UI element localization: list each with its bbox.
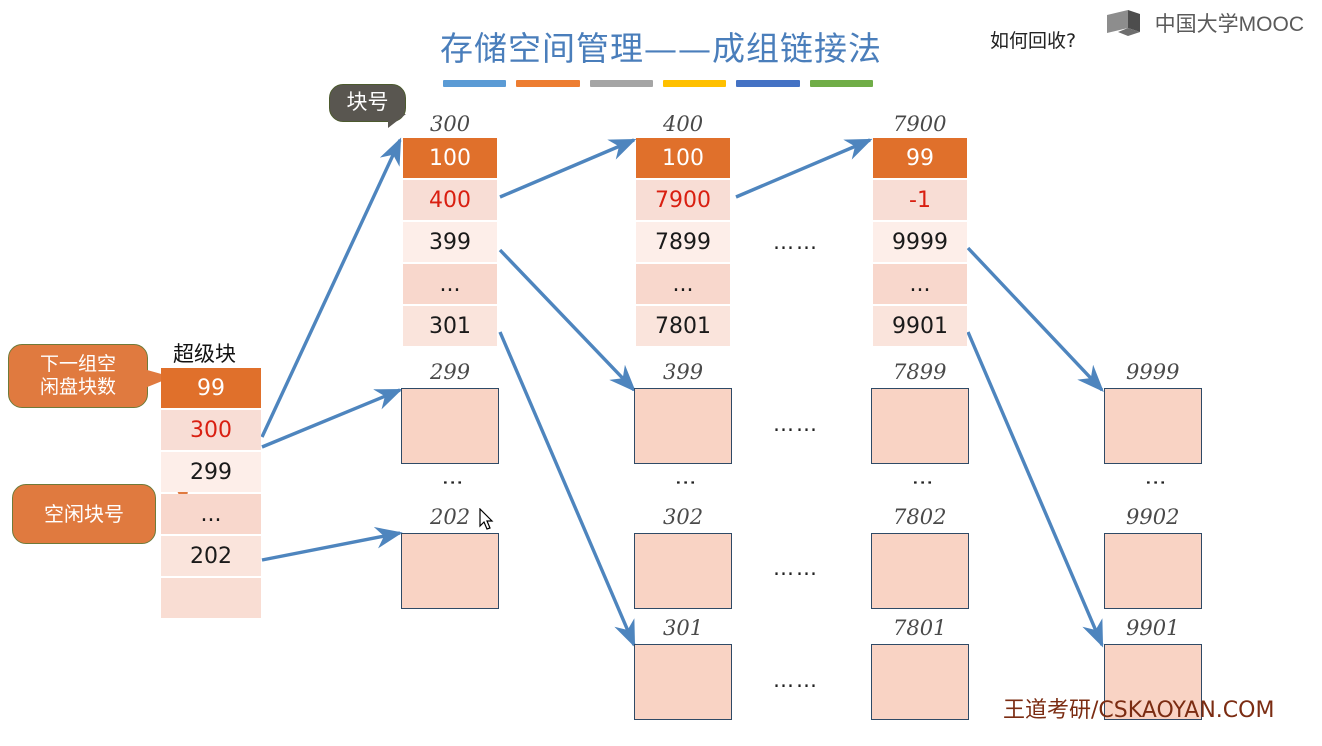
group-cell[interactable]: 400: [403, 180, 497, 220]
title-bar-6: [809, 80, 873, 87]
callout-next-group-count: 下一组空 闲盘块数: [8, 344, 148, 408]
group-cell[interactable]: 399: [403, 222, 497, 262]
group-column-head: 7900: [893, 112, 947, 136]
callout-next-group-count-line2: 闲盘块数: [39, 376, 116, 398]
free-block[interactable]: [634, 388, 732, 464]
superblock-cell[interactable]: 300: [161, 410, 261, 450]
group-cell[interactable]: ...: [636, 264, 730, 304]
callout-free-block-number: 空闲块号: [12, 484, 156, 544]
free-block-label: 302: [663, 505, 704, 529]
title-bar-5: [736, 80, 800, 87]
free-block[interactable]: [1104, 388, 1202, 464]
free-block-vertical-dots: ⋮: [674, 472, 698, 494]
group-cell[interactable]: 7900: [636, 180, 730, 220]
group-cell[interactable]: ...: [873, 264, 967, 304]
group-column-7900: 99 -1 9999 ... 9901: [873, 138, 967, 346]
callout-free-block-number-label: 空闲块号: [44, 502, 124, 526]
group-cell[interactable]: 9901: [873, 306, 967, 346]
group-column-400: 100 7900 7899 ... 7801: [636, 138, 730, 346]
free-block[interactable]: [634, 533, 732, 609]
free-block[interactable]: [1104, 533, 1202, 609]
free-block[interactable]: [634, 644, 732, 720]
mooc-brand-text: 中国大学MOOC: [1154, 13, 1304, 36]
free-block[interactable]: [871, 533, 969, 609]
mouse-cursor: [479, 508, 494, 530]
free-block-label: 301: [663, 616, 704, 640]
page-title: 存储空间管理——成组链接法: [440, 29, 882, 68]
superblock-column: 99 300 299 ... 202: [161, 368, 261, 618]
superblock-label: 超级块: [173, 342, 236, 366]
free-block-label: 7802: [893, 505, 947, 529]
title-bar-3: [589, 80, 653, 87]
free-block[interactable]: [401, 388, 499, 464]
free-block-vertical-dots: ⋮: [1144, 472, 1168, 494]
free-block-vertical-dots: ⋮: [441, 472, 465, 494]
free-block-label: 399: [663, 360, 704, 384]
ellipsis-row-3: ……: [773, 668, 819, 692]
group-cell[interactable]: ...: [403, 264, 497, 304]
title-bar-1: [443, 80, 507, 87]
group-cell[interactable]: 99: [873, 138, 967, 178]
callout-block-number-label: 块号: [346, 90, 389, 115]
superblock-cell[interactable]: [161, 578, 261, 618]
watermark: 王道考研/CSKAOYAN.COM: [1003, 698, 1275, 723]
free-block-label: 9902: [1126, 505, 1180, 529]
callout-block-number-tail: [388, 114, 406, 128]
free-block-vertical-dots: ⋮: [911, 472, 935, 494]
callout-next-group-count-line1: 下一组空: [39, 353, 116, 376]
superblock-cell[interactable]: 202: [161, 536, 261, 576]
superblock-cell[interactable]: 299: [161, 452, 261, 492]
free-block-label: 299: [430, 360, 471, 384]
group-cell[interactable]: -1: [873, 180, 967, 220]
group-cell[interactable]: 100: [403, 138, 497, 178]
group-cell[interactable]: 301: [403, 306, 497, 346]
mooc-ribbon-icon: [1106, 10, 1140, 36]
ellipsis-top: ……: [773, 230, 819, 254]
free-block-label: 7899: [893, 360, 947, 384]
superblock-cell[interactable]: ...: [161, 494, 261, 534]
group-column-300: 100 400 399 ... 301: [403, 138, 497, 346]
free-block-label: 9901: [1126, 616, 1180, 640]
group-cell[interactable]: 7801: [636, 306, 730, 346]
free-block[interactable]: [401, 533, 499, 609]
group-cell[interactable]: 100: [636, 138, 730, 178]
ellipsis-row-1: ……: [773, 412, 819, 436]
group-column-head: 400: [663, 112, 704, 136]
question-text: 如何回收?: [990, 30, 1077, 52]
title-bar-2: [516, 80, 580, 87]
group-cell[interactable]: 9999: [873, 222, 967, 262]
free-block[interactable]: [871, 644, 969, 720]
free-block-label: 202: [430, 505, 471, 529]
title-accent-bars: [443, 80, 873, 88]
mooc-logo: 中国大学MOOC: [1106, 8, 1304, 38]
group-column-head: 300: [430, 112, 471, 136]
group-cell[interactable]: 7899: [636, 222, 730, 262]
free-block[interactable]: [871, 388, 969, 464]
ellipsis-row-2: ……: [773, 556, 819, 580]
title-bar-4: [662, 80, 727, 87]
free-block[interactable]: [1104, 644, 1202, 720]
free-block-label: 9999: [1126, 360, 1180, 384]
free-block-label: 7801: [893, 616, 947, 640]
superblock-cell[interactable]: 99: [161, 368, 261, 408]
